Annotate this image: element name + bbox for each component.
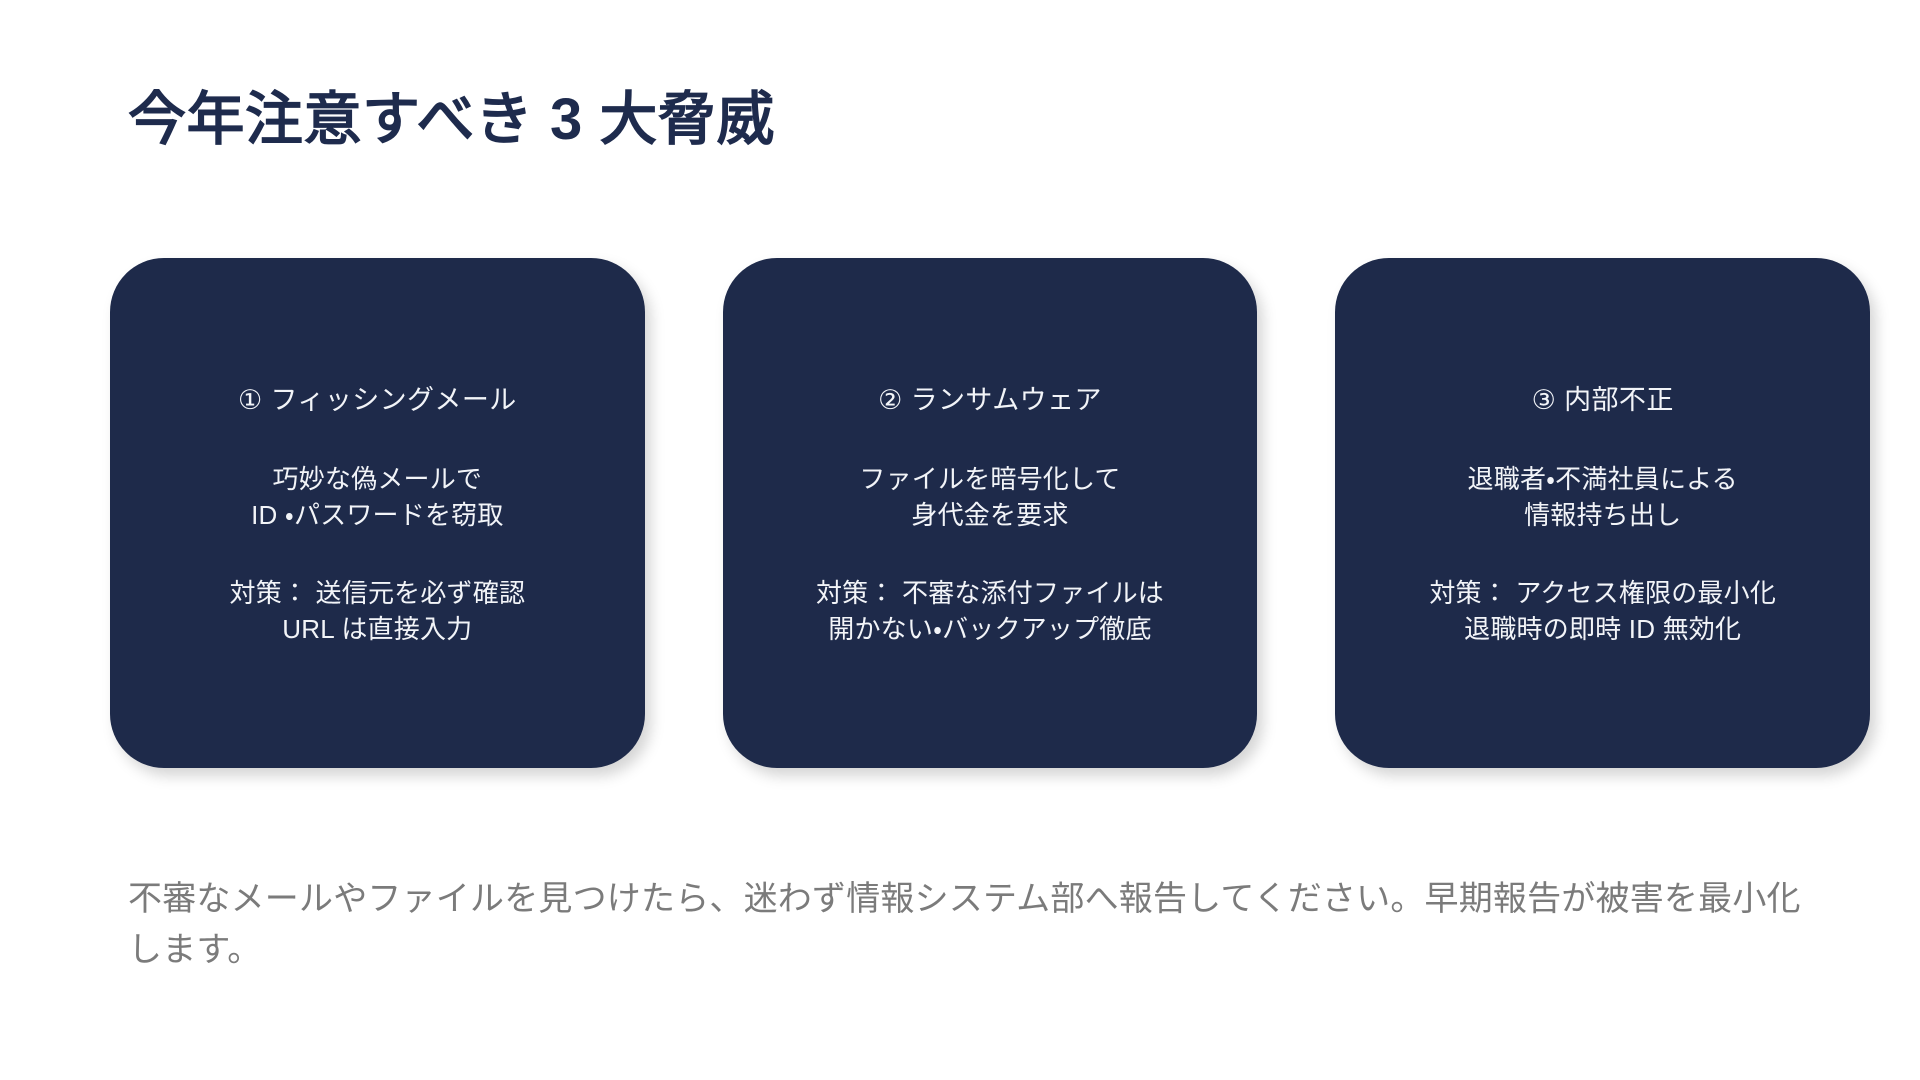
threat-card-countermeasure: 対策： 不審な添付ファイルは 開かない・バックアップ徹底 — [816, 576, 1164, 648]
threat-card-description: 退職者・不満社員による 情報持ち出し — [1468, 462, 1738, 534]
threat-card-description-line: ファイルを暗号化して — [859, 464, 1121, 495]
threat-card-countermeasure: 対策： 送信元を必ず確認 URL は直接入力 — [230, 576, 526, 648]
threat-card-ransomware[interactable]: ② ランサムウェア ファイルを暗号化して 身代金を要求 対策： 不審な添付ファイ… — [722, 258, 1258, 768]
threat-card-description-line: 退職者・不満社員による — [1467, 464, 1738, 495]
threat-card-heading: ② ランサムウェア — [878, 385, 1102, 415]
threat-card-description: ファイルを暗号化して 身代金を要求 — [859, 462, 1120, 534]
threat-card-description: 巧妙な偽メールで ID ・パスワードを窃取 — [251, 462, 503, 534]
threat-card-row: ① フィッシングメール 巧妙な偽メールで ID ・パスワードを窃取 対策： 送信… — [110, 258, 1871, 768]
threat-card-phishing[interactable]: ① フィッシングメール 巧妙な偽メールで ID ・パスワードを窃取 対策： 送信… — [110, 258, 645, 768]
footnote-text: 不審なメールやファイルを見つけたら、迷わず情報システム部へ報告してください。早期… — [128, 880, 1801, 969]
threat-card-countermeasure-line: 対策： アクセス権限の最小化 — [1429, 578, 1777, 609]
threat-card-countermeasure-line: 対策： 送信元を必ず確認 — [229, 578, 526, 609]
threat-card-heading: ③ 内部不正 — [1531, 385, 1674, 415]
threat-card-description-line: 身代金を要求 — [911, 500, 1069, 531]
threat-card-heading: ① フィッシングメール — [238, 385, 517, 415]
threat-card-countermeasure: 対策： アクセス権限の最小化 退職時の即時 ID 無効化 — [1429, 576, 1776, 648]
threat-card-countermeasure-line: 退職時の即時 ID 無効化 — [1464, 614, 1742, 645]
threat-card-description-line: ID ・パスワードを窃取 — [251, 500, 504, 531]
threat-card-description-line: 情報持ち出し — [1524, 500, 1682, 531]
page-title: 今年注意すべき 3 大脅威 — [128, 86, 775, 152]
threat-card-countermeasure-line: URL は直接入力 — [282, 614, 473, 645]
threat-card-countermeasure-line: 開かない・バックアップ徹底 — [828, 614, 1152, 645]
threat-card-insider[interactable]: ③ 内部不正 退職者・不満社員による 情報持ち出し 対策： アクセス権限の最小化… — [1335, 258, 1871, 768]
threat-card-description-line: 巧妙な偽メールで — [272, 464, 483, 495]
threat-card-countermeasure-line: 対策： 不審な添付ファイルは — [815, 578, 1165, 609]
